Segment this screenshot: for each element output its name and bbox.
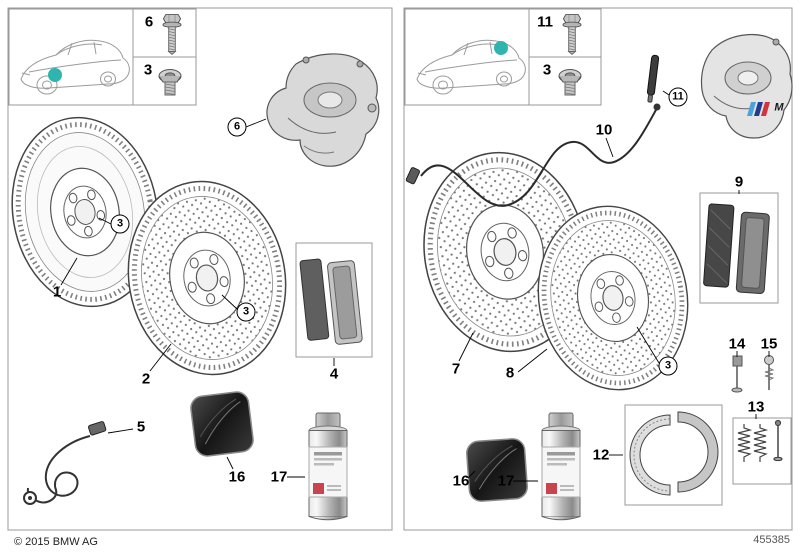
callout-packet-16-right[interactable]: 16 xyxy=(452,472,470,490)
callout-pin-15[interactable]: 15 xyxy=(760,335,778,353)
diagram-number: 455385 xyxy=(753,534,790,546)
callout-caliper-11[interactable]: 11 xyxy=(668,87,688,107)
brake-pads-rear xyxy=(703,203,770,295)
front-axle-highlight-dot xyxy=(48,68,62,82)
grease-packet-right xyxy=(465,437,529,503)
shoe-springs-kit xyxy=(737,419,783,462)
m-logo-text: M xyxy=(774,101,784,114)
callout-disc-1[interactable]: 1 xyxy=(52,283,62,301)
callout-disc-8[interactable]: 8 xyxy=(505,364,515,382)
countersunk-screw-left xyxy=(158,69,182,96)
leader-lines xyxy=(60,90,770,482)
callout-hub-3-disc1[interactable]: 3 xyxy=(110,214,130,234)
pin-15 xyxy=(764,355,775,390)
m-stripe-red xyxy=(761,102,770,116)
rear-caliper xyxy=(700,33,793,139)
fastener-label-6[interactable]: 6 xyxy=(144,13,154,31)
m-stripe-lightblue xyxy=(747,102,756,116)
hold-down-clip-14 xyxy=(731,355,743,393)
fastener-label-3-left[interactable]: 3 xyxy=(143,61,153,79)
callout-hub-3-disc8[interactable]: 3 xyxy=(658,356,678,376)
callout-shoes-12[interactable]: 12 xyxy=(592,446,610,464)
panel-frames xyxy=(7,7,793,531)
copyright-text: © 2015 BMW AG xyxy=(14,536,98,548)
callout-pads-9[interactable]: 9 xyxy=(734,173,744,191)
countersunk-screw-right xyxy=(558,69,582,96)
flange-bolt-left xyxy=(162,13,182,55)
spray-can-left xyxy=(308,412,348,521)
brake-pads-front xyxy=(299,258,363,345)
rear-axle-highlight-dot xyxy=(494,41,508,55)
callout-spray-17-left[interactable]: 17 xyxy=(270,468,288,486)
callout-cable-10[interactable]: 10 xyxy=(595,121,613,139)
pads-box-front xyxy=(295,242,373,358)
springs-box xyxy=(732,417,792,485)
fastener-label-3-right[interactable]: 3 xyxy=(542,61,552,79)
parking-brake-shoes xyxy=(629,411,719,496)
spray-can-right xyxy=(541,412,581,521)
wear-sensor-cable-10 xyxy=(405,103,661,207)
callout-packet-16-left[interactable]: 16 xyxy=(228,468,246,486)
panel-right-frame xyxy=(403,7,793,531)
callout-caliper-6[interactable]: 6 xyxy=(227,117,247,137)
shoes-box xyxy=(624,404,723,506)
callout-pads-4[interactable]: 4 xyxy=(329,365,339,383)
car-sketch-right xyxy=(416,39,526,95)
flange-bolt-right xyxy=(562,13,582,55)
callout-spray-17-right[interactable]: 17 xyxy=(497,472,515,490)
callout-springs-13[interactable]: 13 xyxy=(747,398,765,416)
callout-disc-7[interactable]: 7 xyxy=(451,360,461,378)
panel-left-frame xyxy=(7,7,393,531)
front-caliper xyxy=(266,53,380,167)
car-sketch-left xyxy=(20,39,130,95)
car-thumbnail-box-right xyxy=(404,8,530,106)
callout-hub-3-disc2[interactable]: 3 xyxy=(236,302,256,322)
callout-disc-2[interactable]: 2 xyxy=(141,370,151,388)
m-stripe-navy xyxy=(754,102,763,116)
callout-sensor-5[interactable]: 5 xyxy=(136,418,146,436)
car-thumbnail-box-left xyxy=(8,8,134,106)
fastener-label-11[interactable]: 11 xyxy=(537,13,553,31)
wear-sensor-5 xyxy=(23,421,107,505)
grease-packet-left xyxy=(188,389,256,459)
sensor-pin xyxy=(646,54,660,103)
callout-clip-14[interactable]: 14 xyxy=(728,335,746,353)
